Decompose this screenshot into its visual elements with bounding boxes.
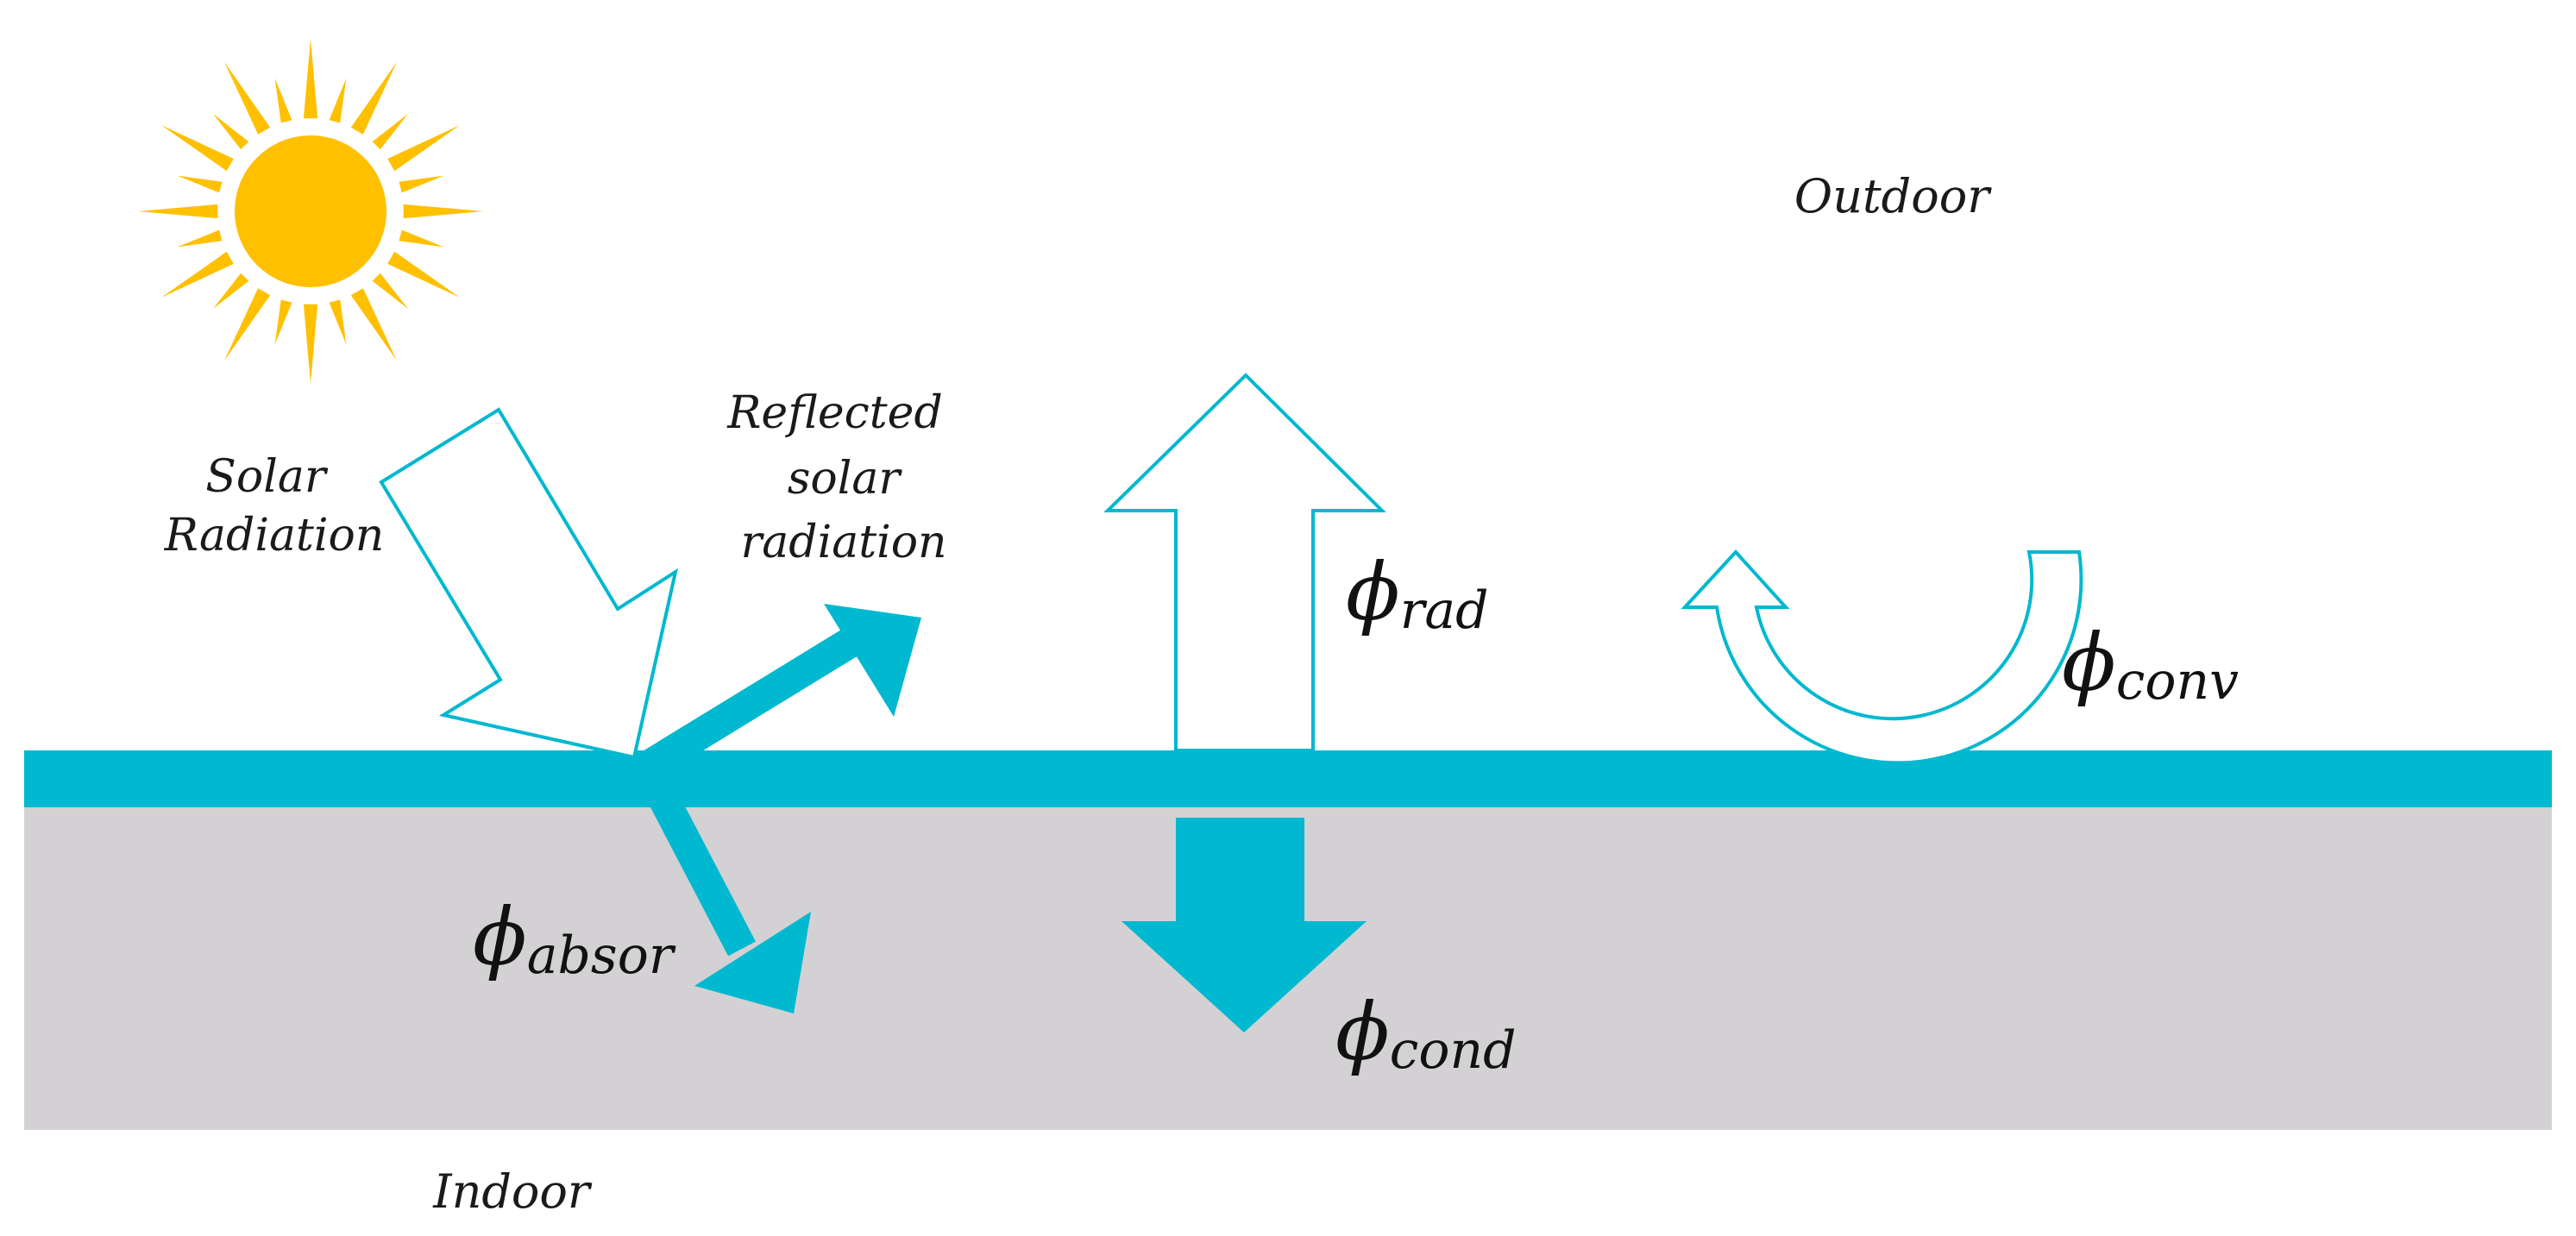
sun-ray xyxy=(399,175,444,193)
solar-radiation-label-line2: Radiation xyxy=(164,510,385,562)
absorbed-arrow xyxy=(629,751,811,1013)
outdoor-label: Outdoor xyxy=(1794,169,1992,223)
sun-ray xyxy=(329,299,347,345)
sun-ray xyxy=(303,39,318,119)
sun-ray xyxy=(387,251,461,298)
sun-ray xyxy=(350,288,397,361)
phi-conv-label: ϕconv xyxy=(2062,617,2239,712)
sun-ray xyxy=(303,304,318,384)
sun-ray xyxy=(177,175,223,193)
sun-ray xyxy=(138,204,218,219)
sun-ray xyxy=(387,125,461,172)
sun-ray xyxy=(212,113,249,150)
sun-ray xyxy=(372,113,409,150)
solar-radiation-label-line1: Solar xyxy=(205,451,329,503)
sun-ray xyxy=(224,61,271,135)
sun-ray xyxy=(177,229,223,248)
sun-ray xyxy=(329,78,347,123)
reflected-label-line3: radiation xyxy=(740,517,946,568)
sun-ray xyxy=(160,251,234,298)
sun-disc xyxy=(235,135,386,287)
sun-icon xyxy=(138,39,483,384)
sun-ray xyxy=(160,125,234,172)
radiation-arrow xyxy=(1103,373,1386,752)
solar-radiation-arrow xyxy=(379,407,679,760)
sun-ray xyxy=(372,273,409,310)
sun-ray xyxy=(224,288,271,361)
phi-cond-label: ϕcond xyxy=(1335,986,1517,1081)
reflected-label-line1: Reflected xyxy=(726,387,942,439)
surface-layer xyxy=(24,750,2552,807)
sun-ray xyxy=(212,273,249,310)
sun-ray xyxy=(274,299,292,345)
sun-ray xyxy=(403,204,483,219)
reflected-radiation-arrow xyxy=(630,604,921,786)
sun-ray xyxy=(350,61,397,135)
phi-rad-label: ϕrad xyxy=(1346,546,1489,641)
convection-arrow xyxy=(1681,549,2083,765)
phi-absor-label: ϕabsor xyxy=(473,891,676,986)
indoor-label: Indoor xyxy=(432,1164,593,1219)
conduction-arrow xyxy=(1122,818,1367,1032)
sun-ray xyxy=(399,229,444,248)
sun-ray xyxy=(274,78,292,123)
reflected-label-line2: solar xyxy=(788,453,903,505)
